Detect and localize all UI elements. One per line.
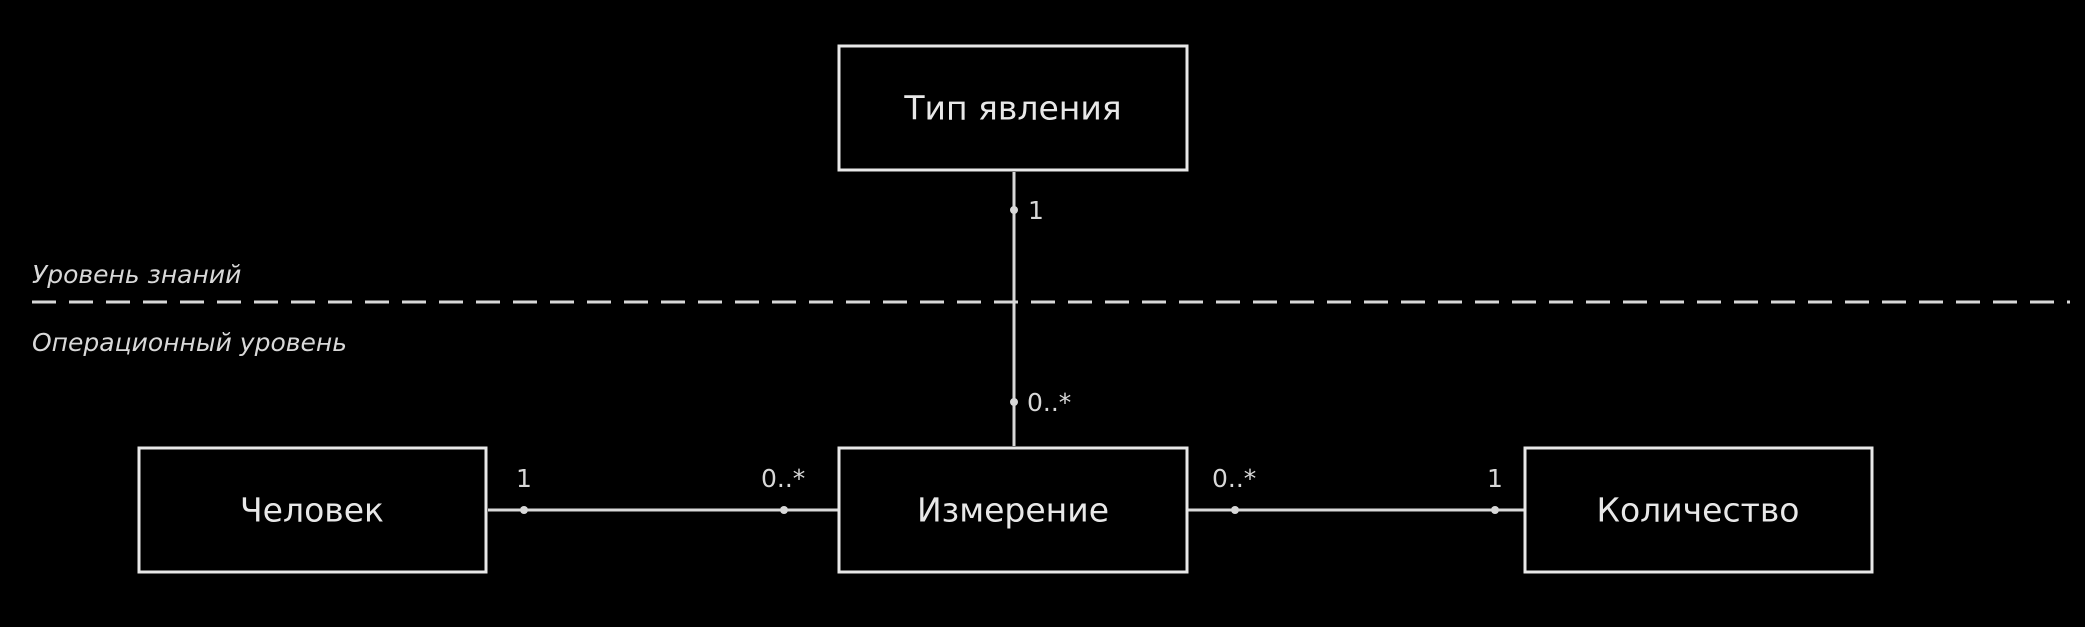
measurement-top-multiplicity: 0..* xyxy=(1027,388,1071,417)
measurement-box-frame xyxy=(837,446,1189,574)
class-box-quantity[interactable]: Количество xyxy=(1523,446,1874,574)
type-end-dot xyxy=(1010,206,1018,214)
quantity-box-frame xyxy=(1523,446,1874,574)
measurement-label: Измерение xyxy=(917,491,1109,530)
measurement-right-end-dot xyxy=(1231,506,1239,514)
operational-level-label: Операционный уровень xyxy=(32,328,347,357)
person-end-multiplicity: 1 xyxy=(516,464,532,493)
class-box-person[interactable]: Человек xyxy=(137,446,488,574)
class-box-measurement[interactable]: Измерение xyxy=(837,446,1189,574)
phenomenon-type-box-frame xyxy=(837,44,1189,172)
knowledge-level-label: Уровень знаний xyxy=(32,260,241,289)
measurement-right-multiplicity: 0..* xyxy=(1212,464,1256,493)
measurement-left-end-dot xyxy=(780,506,788,514)
phenomenon-type-label: Тип явления xyxy=(903,89,1121,128)
person-box-frame xyxy=(137,446,488,574)
person-label: Человек xyxy=(240,491,384,530)
quantity-end-multiplicity: 1 xyxy=(1487,464,1503,493)
class-box-phenomenon-type[interactable]: Тип явления xyxy=(837,44,1189,172)
type-end-multiplicity: 1 xyxy=(1028,196,1044,225)
measurement-top-end-dot xyxy=(1010,398,1018,406)
person-end-dot xyxy=(520,506,528,514)
quantity-end-dot xyxy=(1491,506,1499,514)
measurement-left-multiplicity: 0..* xyxy=(761,464,805,493)
quantity-label: Количество xyxy=(1597,491,1800,530)
